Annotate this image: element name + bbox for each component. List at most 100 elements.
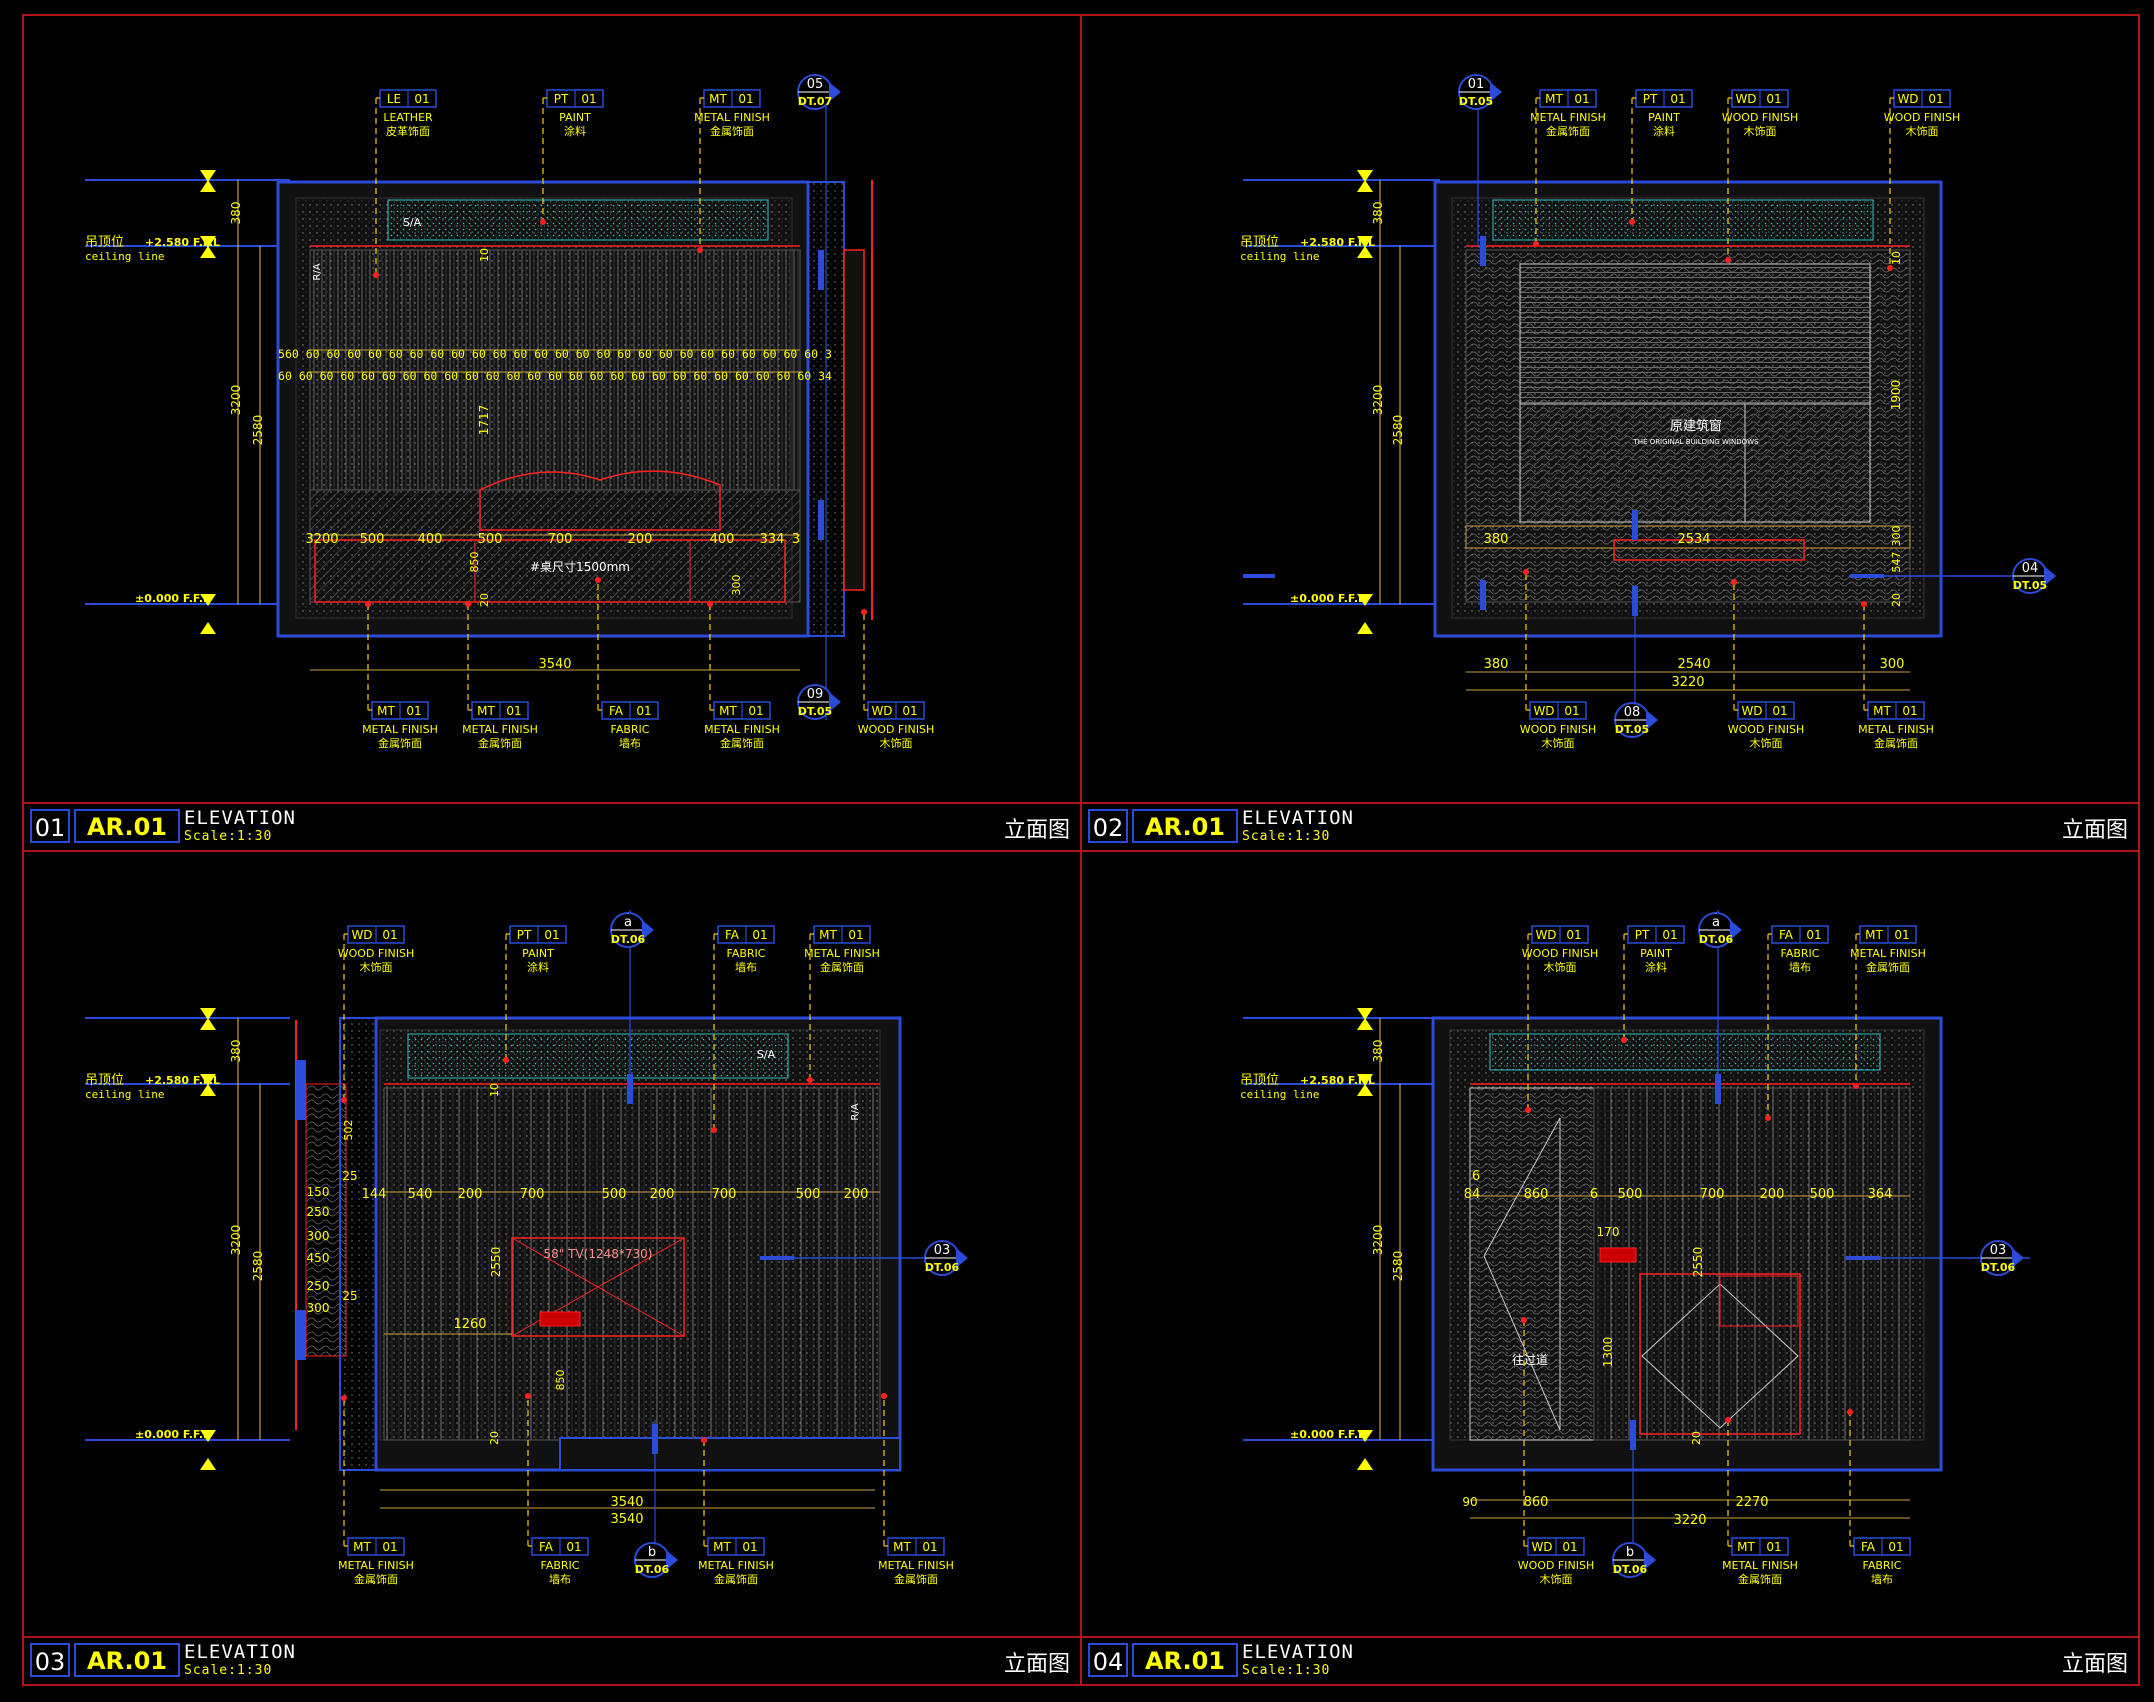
tag-number: 01 (1574, 92, 1589, 106)
annotation-text: 25 (342, 1169, 357, 1183)
tag-material: METAL FINISH (338, 1559, 414, 1572)
tag-material: METAL FINISH (804, 947, 880, 960)
tag-code: LE (387, 92, 401, 106)
floor-level: ±0.000 F.F.L (1290, 592, 1365, 605)
annotation-text: 2550 (489, 1247, 503, 1278)
ceiling-level: +2.580 F.F.L (145, 1074, 220, 1087)
tag-number: 01 (506, 704, 521, 718)
tag-code: WD (351, 928, 372, 942)
tag-number: 01 (1562, 1540, 1577, 1554)
callout-sheet: DT.05 (2013, 579, 2047, 592)
annotation-text: 1717 (477, 405, 491, 436)
callout-number: 01 (1468, 77, 1485, 92)
detail-callout-a: aDT.06 (610, 912, 654, 948)
tag-number: 01 (1670, 92, 1685, 106)
callout-number: 03 (934, 1243, 951, 1258)
callout-sheet: DT.07 (798, 95, 832, 108)
dim-overall: 3540 (538, 657, 571, 672)
tag-material-cn: 金属饰面 (354, 1572, 398, 1586)
tag-material-cn: 木饰面 (360, 960, 393, 974)
annotation-text: 850 (468, 552, 481, 573)
tag-number: 01 (1662, 928, 1677, 942)
tag-material: METAL FINISH (362, 723, 438, 736)
annotation-text: 500 (796, 1187, 821, 1202)
door-label: 往过道 (1512, 1352, 1548, 1367)
annotation-text: 84 (1464, 1187, 1481, 1202)
panel-03: 03 AR.01 ELEVATION Scale:1:30 立面图 (22, 850, 1082, 1686)
tag-number: 01 (1902, 704, 1917, 718)
tag-code: WD (1735, 92, 1756, 106)
callout-sheet: DT.06 (1699, 933, 1734, 946)
tag-material: METAL FINISH (698, 1559, 774, 1572)
callout-number: a (1712, 915, 1720, 930)
annotation-text: 2550 (1691, 1247, 1705, 1278)
tag-material: WOOD FINISH (1520, 723, 1596, 736)
ceiling-label: ceiling line (85, 250, 164, 263)
tag-number: 01 (1806, 928, 1821, 942)
annotation-text: 200 (650, 1187, 675, 1202)
annotation-text: 2580 (251, 1251, 265, 1282)
view-number: 04 (1088, 1643, 1128, 1677)
annotation-text: 300 (1880, 657, 1905, 672)
supply-air-label: S/A (403, 216, 422, 229)
annotation-text: 90 (1462, 1495, 1477, 1509)
annotation-text: 10 (488, 1083, 501, 1097)
callout-number: b (648, 1545, 656, 1560)
callout-sheet: DT.06 (925, 1261, 960, 1274)
tag-material: METAL FINISH (1530, 111, 1606, 124)
annotation-text: 200 (1760, 1187, 1785, 1202)
annotation-text: 300 (307, 1301, 330, 1315)
tag-number: 01 (848, 928, 863, 942)
ceiling-label: ceiling line (1240, 250, 1319, 263)
tag-material-cn: 金属饰面 (1866, 960, 1910, 974)
tag-material: PAINT (559, 111, 591, 124)
annotation-text: 200 (458, 1187, 483, 1202)
callout-sheet: DT.05 (798, 705, 832, 718)
tag-number: 01 (738, 92, 753, 106)
view-title: ELEVATION (1242, 807, 1354, 829)
tag-material: FABRIC (541, 1559, 580, 1572)
tag-number: 01 (902, 704, 917, 718)
annotation-text: 400 (418, 532, 443, 547)
annotation-text: 334 (760, 532, 785, 547)
annotation-text: 547 (1890, 552, 1903, 573)
tag-number: 01 (742, 1540, 757, 1554)
tag-material: WOOD FINISH (338, 947, 414, 960)
callout-sheet: DT.06 (611, 933, 646, 946)
annotation-text: 3200 (1371, 385, 1385, 416)
annotation-text: 850 (554, 1370, 567, 1391)
window-label-cn: 原建筑窗 (1670, 418, 1722, 434)
callout-number: 09 (807, 687, 824, 702)
tag-material: PAINT (522, 947, 554, 960)
annotation-text: 860 (1524, 1495, 1549, 1510)
tag-code: MT (1737, 1540, 1755, 1554)
tag-material: WOOD FINISH (1518, 1559, 1594, 1572)
ceiling-label-cn: 吊顶位 (85, 1073, 124, 1088)
annotation-text: 3200 (229, 385, 243, 416)
tag-number: 01 (1564, 704, 1579, 718)
detail-callout-b: bDT.06 (634, 1542, 678, 1578)
tag-number: 01 (581, 92, 596, 106)
elevation-01 (85, 90, 873, 720)
ceiling-level: +2.580 F.F.L (1300, 236, 1375, 249)
dim-row-1: 560 60 60 60 60 60 60 60 60 60 60 60 60 … (278, 347, 832, 361)
elevation-03 (85, 910, 930, 1560)
ceiling-label-cn: 吊顶位 (85, 235, 124, 250)
tag-code: PT (517, 928, 532, 942)
tag-material-cn: 金属饰面 (710, 124, 754, 138)
callout-number: a (624, 915, 632, 930)
return-air-label: R/A (312, 263, 323, 280)
tag-material-cn: 金属饰面 (1738, 1572, 1782, 1586)
tag-code: MT (477, 704, 495, 718)
tag-material-cn: 木饰面 (1750, 736, 1783, 750)
annotation-text: 20 (478, 593, 491, 607)
